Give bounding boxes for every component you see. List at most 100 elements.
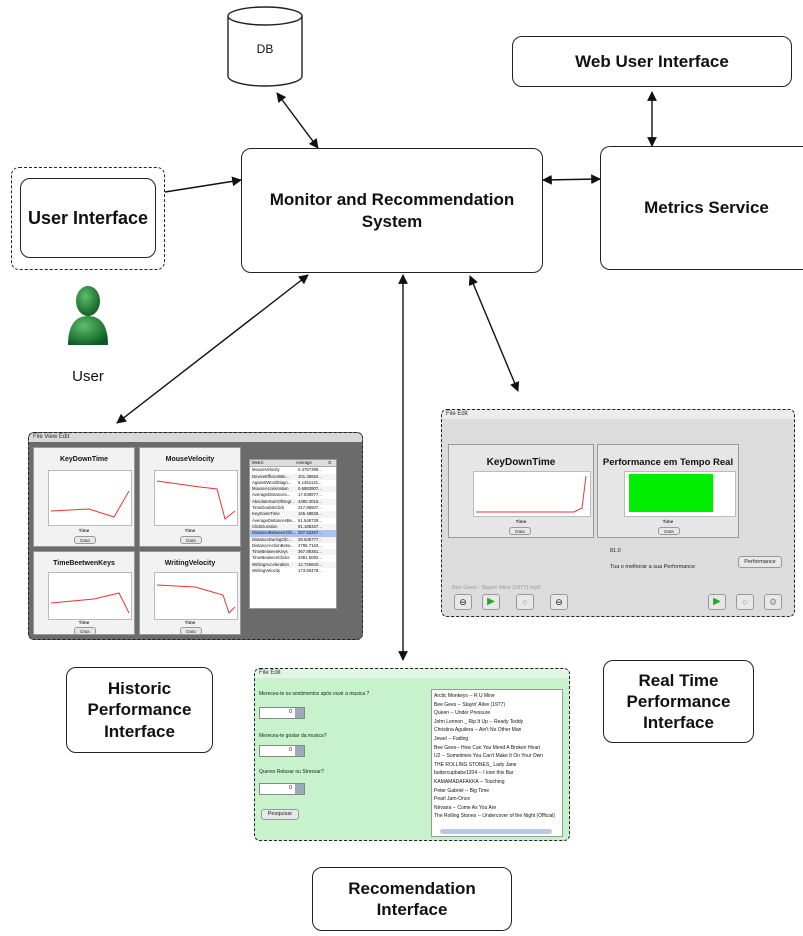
song-list-item[interactable]: Arctic Monkeys -- R U Mine <box>434 693 495 699</box>
historic-table-row[interactable]: ClickDuration 91.188337... <box>250 523 336 531</box>
realtime-data-button-1[interactable]: Data <box>509 527 531 535</box>
realtime-chart2-title: Performance em Tempo Real <box>602 457 734 468</box>
historic-table-row[interactable]: DeviceEfficientBe...101.35684... <box>250 473 336 480</box>
web-user-interface-box: Web User Interface <box>512 36 792 87</box>
historic-table-row[interactable]: TimeDoubleClick 317.85507... <box>250 505 336 512</box>
historic-xlabel-3: Time <box>78 620 90 625</box>
historic-table-cell-metric: DeviceEfficientBe... <box>252 473 290 479</box>
recommendation-screen: File Edit Mereceu-te os sentimentos após… <box>254 668 570 841</box>
realtime-data-button-2[interactable]: Data <box>658 527 680 535</box>
spinner-3-arrows-icon[interactable] <box>295 784 304 794</box>
historic-table-row[interactable]: AgainstWordDiagn...6.1451131... <box>250 479 336 487</box>
historic-table-cell-average: 91.188337... <box>298 523 322 529</box>
realtime-chart-panel-2: Performance em Tempo Real Time Data <box>597 444 739 538</box>
user-interface-box: User Interface <box>20 178 156 258</box>
performance-button[interactable]: Performance <box>738 556 782 568</box>
song-list-item[interactable]: KAMAMADAFAKKA -- Touching <box>434 778 505 785</box>
play-right-icon[interactable]: ▶ <box>708 594 726 610</box>
song-list-item[interactable]: Peter Gabriel -- Big Time <box>434 787 490 794</box>
song-list-item[interactable]: Bee Gees-- How Can You Mend A Broken Hea… <box>434 744 541 751</box>
recommendation-interface-box: Recomendation Interface <box>312 867 512 931</box>
historic-table-cell-average: 0.6883907... <box>298 486 322 492</box>
historic-table-row[interactable]: AverageDistancesBe...61.548729... <box>250 517 336 524</box>
song-list-item[interactable]: Christina Aguilera -- Ain't No Other Man <box>434 727 522 734</box>
spinner-3-value: 0 <box>288 785 292 791</box>
user-icon <box>68 286 108 345</box>
realtime-xlabel-2: Time <box>662 519 674 524</box>
historic-table-cell-average: 12.72694X... <box>298 561 323 567</box>
song-list-item[interactable]: The Rolling Stones -- Undercover of the … <box>434 813 556 820</box>
historic-table-cell-average: 3381.5082... <box>298 555 322 561</box>
search-button[interactable]: Pesquisar <box>261 809 299 820</box>
historic-table-row[interactable]: MouseAcceleration 0.6883907... <box>250 486 336 493</box>
song-list-item[interactable]: Queen -- Under Pressure <box>434 710 491 717</box>
song-list-item[interactable]: U2 -- Sometimes You Can't Make It On You… <box>434 753 544 760</box>
historic-chart-panel-1: KeyDownTime Time Data <box>33 447 135 547</box>
spinner-2-value: 0 <box>288 747 292 753</box>
user-interface-group <box>11 167 165 270</box>
question-3: Queres Relaxar ou Stressar? <box>259 769 324 775</box>
arrow-monitor-metrics <box>542 174 601 185</box>
realtime-screen: File Edit KeyDownTime Time Data Performa… <box>441 409 795 617</box>
song-list-item[interactable]: John Lennon _ Rip It Up -- Ready Teddy <box>434 718 524 725</box>
historic-data-button-2[interactable]: Data <box>180 536 202 544</box>
minus-icon[interactable]: ⊖ <box>550 594 568 610</box>
song-list-scrollbar[interactable] <box>440 829 552 834</box>
historic-table-cell-average: 317.85507... <box>298 505 322 511</box>
play-icon[interactable]: ▶ <box>482 594 500 610</box>
arrow-userinterface-monitor <box>164 176 242 193</box>
stop-icon[interactable]: ⊖ <box>454 594 472 610</box>
historic-data-button-1[interactable]: Data <box>74 536 96 544</box>
song-list-item[interactable]: Pearl Jam-Once <box>434 796 471 803</box>
historic-chart-panel-3: TimeBeetwenKeys Time Data <box>33 551 135 635</box>
historic-chart-panel-4: WritingVelocity Time Data <box>139 551 241 635</box>
song-list-item[interactable]: THE ROLLING STONES_ Lady Jane <box>434 761 517 768</box>
spinner-2[interactable]: 0 <box>259 745 305 757</box>
historic-table-cell-metric: DistanceActionBetw... <box>252 542 294 548</box>
spinner-1-arrows-icon[interactable] <box>295 708 304 718</box>
historic-table-cell-metric: AverageDistancesBe... <box>252 517 296 523</box>
historic-table-row[interactable]: AbsoluteSumOfDegr...4380.3016... <box>250 498 336 506</box>
historic-table-cell-metric: TimeDoubleClick <box>252 505 285 511</box>
spinner-3[interactable]: 0 <box>259 783 305 795</box>
historic-chart-title-4: WritingVelocity <box>164 560 216 567</box>
realtime-xlabel-1: Time <box>515 519 527 524</box>
historic-performance-box: Historic Performance Interface <box>66 667 213 753</box>
historic-data-button-4[interactable]: Data <box>180 627 202 635</box>
historic-table-cell-average: 155.48828... <box>298 511 322 517</box>
song-list-item[interactable]: Jewel -- Fading <box>434 735 469 742</box>
historic-table-row[interactable]: DistanceActionBetw...2796.7163... <box>250 542 336 550</box>
historic-table-col-d: D <box>328 460 332 465</box>
record-icon[interactable]: ○ <box>736 594 754 610</box>
historic-table-cell-metric: WritingVelocity <box>252 568 281 574</box>
historic-table-row[interactable]: DistanceBetweenClic...207.82267... <box>250 530 336 537</box>
historic-table-cell-metric: MouseVelocity <box>252 467 280 473</box>
historic-chart-title-1: KeyDownTime <box>59 456 109 463</box>
historic-chart-title-2: MouseVelocity <box>165 456 215 463</box>
historic-table-row[interactable]: DistanceDuringClic...28.635777... <box>250 536 336 543</box>
historic-table-cell-metric: ClickDuration <box>252 523 278 529</box>
song-list-item[interactable]: buttercupbabe1204 -- I love this Bar <box>434 770 514 777</box>
historic-table-row[interactable]: AverageDistances...17.639977... <box>250 492 336 499</box>
pause-icon[interactable]: ○ <box>516 594 534 610</box>
historic-table-cell-metric: MouseAcceleration <box>252 486 289 492</box>
realtime-performance-box: Real Time Performance Interface <box>603 660 754 743</box>
spinner-1[interactable]: 0 <box>259 707 305 719</box>
song-list-item[interactable]: Nirvana -- Come As You Are <box>434 804 497 811</box>
historic-table-col-average: Average <box>295 460 312 465</box>
historic-data-button-3[interactable]: Data <box>74 627 96 635</box>
historic-table-cell-metric: DistanceBetweenClic... <box>252 530 296 536</box>
realtime-chart1-title: KeyDownTime <box>486 457 556 468</box>
historic-table-cell-metric: AbsoluteSumOfDegr... <box>252 498 295 504</box>
song-list-item[interactable]: Bee Gees -- Stayin' Alive (1977) <box>434 701 505 708</box>
spinner-2-arrows-icon[interactable] <box>295 746 304 756</box>
settings-icon[interactable]: ⚙ <box>764 594 782 610</box>
